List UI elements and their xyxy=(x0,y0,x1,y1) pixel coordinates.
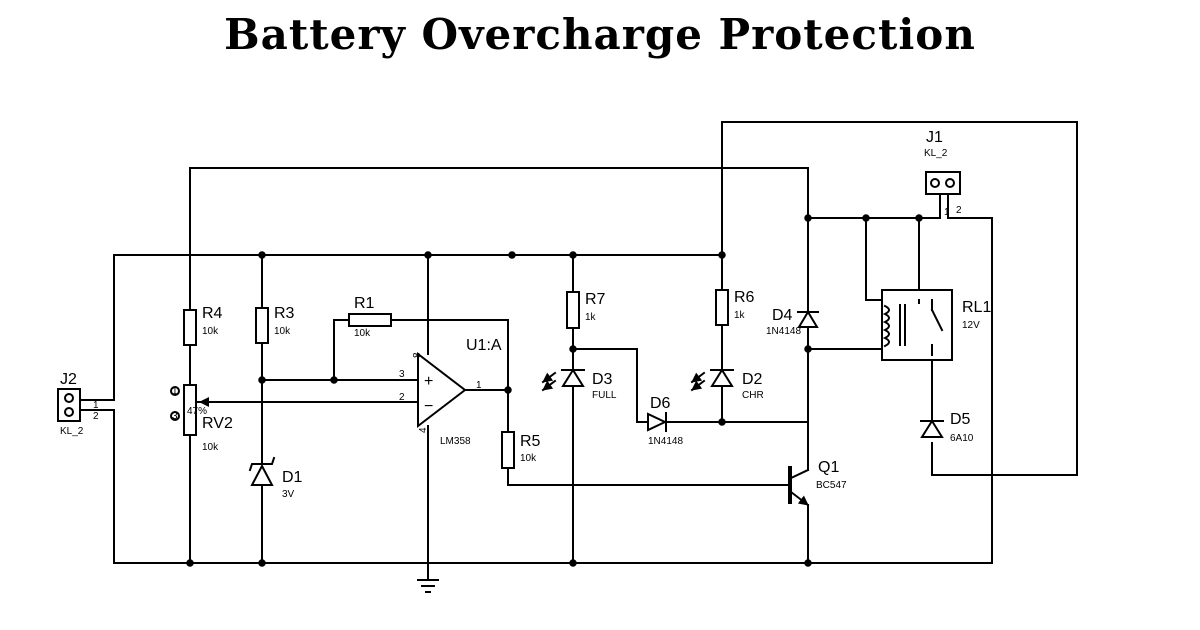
svg-text:RL1: RL1 xyxy=(962,299,991,316)
svg-text:10k: 10k xyxy=(202,326,219,337)
svg-text:1: 1 xyxy=(944,207,950,218)
svg-text:LM358: LM358 xyxy=(440,436,471,447)
svg-text:2: 2 xyxy=(956,205,962,216)
svg-text:10k: 10k xyxy=(520,453,537,464)
svg-text:BC547: BC547 xyxy=(816,480,847,491)
svg-text:10k: 10k xyxy=(354,328,371,339)
svg-text:−: − xyxy=(424,398,433,415)
svg-text:3: 3 xyxy=(399,369,405,380)
svg-text:1: 1 xyxy=(476,380,482,391)
svg-text:R4: R4 xyxy=(202,305,223,322)
svg-text:1: 1 xyxy=(93,400,99,411)
svg-text:3V: 3V xyxy=(282,489,295,500)
connector-j2: J2 KL_2 1 2 xyxy=(57,371,99,437)
connector-j1: J1 KL_2 1 2 xyxy=(924,129,962,218)
resistor-r5: R5 10k xyxy=(501,431,541,469)
svg-text:R3: R3 xyxy=(274,305,295,322)
svg-text:R6: R6 xyxy=(734,289,755,306)
ground-symbol xyxy=(417,579,439,593)
svg-text:J2: J2 xyxy=(60,371,77,388)
svg-text:D2: D2 xyxy=(742,371,763,388)
resistor-r7: R7 1k xyxy=(566,291,606,329)
svg-text:12V: 12V xyxy=(962,320,980,331)
svg-text:+: + xyxy=(424,373,433,390)
led-d3: D3 FULL xyxy=(541,368,617,401)
svg-text:FULL: FULL xyxy=(592,390,617,401)
svg-text:D1: D1 xyxy=(282,469,303,486)
svg-text:1N4148: 1N4148 xyxy=(648,436,683,447)
resistor-r3: R3 10k xyxy=(255,305,295,344)
relay-rl1: RL1 12V xyxy=(881,289,991,361)
svg-text:J1: J1 xyxy=(926,129,943,146)
svg-text:Q1: Q1 xyxy=(818,459,839,476)
resistor-r4: R4 10k xyxy=(183,305,223,346)
svg-text:1k: 1k xyxy=(585,312,597,323)
zener-diode-d1: D1 3V xyxy=(248,456,303,500)
svg-text:2: 2 xyxy=(399,392,405,403)
junctions xyxy=(186,214,923,567)
svg-text:10k: 10k xyxy=(274,326,291,337)
svg-text:1: 1 xyxy=(172,386,178,397)
svg-text:3: 3 xyxy=(172,411,178,422)
svg-text:4: 4 xyxy=(418,427,429,433)
resistor-r6: R6 1k xyxy=(715,289,755,326)
resistor-r1: R1 10k xyxy=(348,295,392,339)
transistor-q1: Q1 BC547 xyxy=(783,459,847,519)
svg-text:D5: D5 xyxy=(950,411,971,428)
svg-text:R7: R7 xyxy=(585,291,606,308)
svg-text:KL_2: KL_2 xyxy=(924,148,948,159)
diode-d6: D6 1N4148 xyxy=(647,395,683,447)
wires xyxy=(79,121,1078,581)
svg-text:U1:A: U1:A xyxy=(466,337,502,354)
svg-text:D3: D3 xyxy=(592,371,613,388)
page-title: Battery Overcharge Protection xyxy=(224,10,976,59)
svg-text:CHR: CHR xyxy=(742,390,764,401)
svg-text:RV2: RV2 xyxy=(202,415,233,432)
diode-d5: D5 6A10 xyxy=(920,411,974,444)
opamp-u1: + − 8 3 2 1 4 U1:A LM358 xyxy=(399,337,502,447)
svg-text:1N4148: 1N4148 xyxy=(766,326,801,337)
svg-text:2: 2 xyxy=(93,411,99,422)
led-d2: D2 CHR xyxy=(690,368,764,401)
svg-text:R1: R1 xyxy=(354,295,375,312)
svg-text:D6: D6 xyxy=(650,395,671,412)
svg-text:KL_2: KL_2 xyxy=(60,426,84,437)
svg-text:47%: 47% xyxy=(187,406,207,417)
svg-text:D4: D4 xyxy=(772,307,793,324)
svg-text:8: 8 xyxy=(412,352,423,358)
svg-text:6A10: 6A10 xyxy=(950,433,974,444)
potentiometer-rv2: 47% 1 3 RV2 10k xyxy=(170,384,233,453)
svg-text:10k: 10k xyxy=(202,442,219,453)
diode-d4: D4 1N4148 xyxy=(766,307,819,337)
svg-text:R5: R5 xyxy=(520,433,541,450)
svg-text:1k: 1k xyxy=(734,310,746,321)
